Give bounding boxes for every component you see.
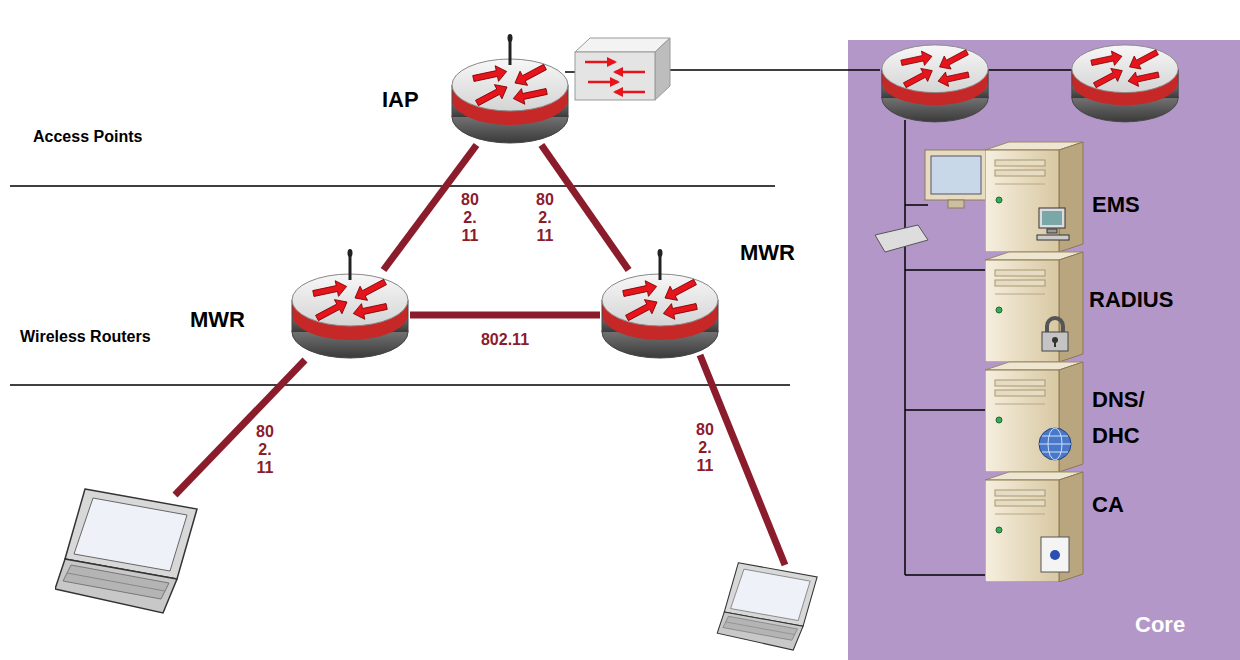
antenna	[659, 254, 662, 280]
antenna	[508, 34, 513, 42]
router-icon	[292, 274, 408, 358]
switch-icon	[575, 38, 670, 100]
server-icon	[985, 472, 1083, 582]
tier-divider	[10, 185, 775, 187]
wire	[665, 69, 848, 71]
server-icon	[985, 250, 1085, 362]
bus-branch	[905, 204, 928, 206]
mesh-router: MWR	[290, 270, 410, 360]
switch-icon	[575, 52, 655, 100]
link-label: 80 2. 11	[536, 191, 554, 245]
wire	[988, 69, 1072, 71]
workstation-icon	[948, 200, 964, 208]
workstation-icon	[875, 225, 928, 252]
tier-label: Access Points	[33, 127, 142, 147]
server-icon	[985, 362, 1083, 472]
wireless-link	[410, 312, 600, 319]
wireless-link	[541, 145, 628, 270]
antenna	[509, 39, 512, 65]
mesh-router: MWR	[600, 270, 720, 360]
antenna	[349, 254, 352, 280]
link-label: 80 2. 11	[256, 423, 274, 477]
router-icon	[600, 270, 720, 360]
server-icon: CA	[985, 470, 1085, 582]
node-label: DNS/ DHC	[1092, 382, 1145, 454]
service-icon	[1037, 208, 1069, 240]
link-label: 802.11	[481, 331, 529, 349]
router-icon	[602, 274, 718, 358]
switch-icon	[575, 38, 670, 52]
switch-icon	[585, 61, 615, 64]
wire	[848, 69, 880, 71]
node-label: RADIUS	[1089, 282, 1173, 318]
switch-icon	[655, 38, 670, 100]
switch-icon	[588, 81, 618, 84]
tier-label: Wireless Routers	[20, 327, 151, 347]
node-label: MWR	[190, 307, 245, 333]
service-icon	[1039, 428, 1071, 460]
server-icon	[985, 140, 1085, 252]
server-icon: DNS/ DHC	[985, 360, 1085, 472]
workstation-icon	[875, 150, 987, 252]
server-icon	[985, 360, 1085, 472]
workstation-icon	[931, 156, 981, 194]
server-icon	[985, 470, 1085, 582]
node-label: Core	[1135, 612, 1185, 638]
router-icon	[882, 45, 988, 122]
node-label: CA	[1092, 487, 1124, 523]
laptop-icon	[55, 489, 197, 613]
link-label: 80 2. 11	[461, 191, 479, 245]
node-label: EMS	[1092, 187, 1140, 223]
switch-icon	[615, 91, 645, 94]
server-icon: RADIUS	[985, 250, 1085, 362]
bus-branch	[905, 409, 988, 411]
bus-branch	[905, 269, 988, 271]
antenna	[658, 249, 663, 257]
tier-divider	[10, 384, 790, 386]
server-icon	[985, 142, 1083, 252]
workstation-icon	[925, 150, 987, 200]
node-label: MWR	[740, 240, 795, 266]
router-icon	[290, 270, 410, 360]
antenna	[348, 249, 353, 257]
access-point-router: IAP	[450, 55, 570, 145]
bus-branch	[905, 574, 988, 576]
router-icon	[450, 55, 570, 145]
server-icon	[985, 252, 1083, 362]
core-panel: CoreEMSRADIUSDNS/ DHCCA	[848, 40, 1240, 660]
service-icon	[1042, 318, 1068, 351]
wireless-link	[175, 360, 305, 495]
switch-icon	[615, 71, 645, 74]
link-label: 80 2. 11	[696, 421, 714, 475]
node-label: IAP	[382, 87, 419, 113]
service-icon	[1041, 537, 1069, 572]
router-icon	[452, 59, 568, 143]
server-icon: EMS	[985, 140, 1085, 252]
laptop-icon	[717, 563, 817, 650]
router-icon	[1072, 45, 1178, 122]
bus-line	[904, 120, 906, 575]
